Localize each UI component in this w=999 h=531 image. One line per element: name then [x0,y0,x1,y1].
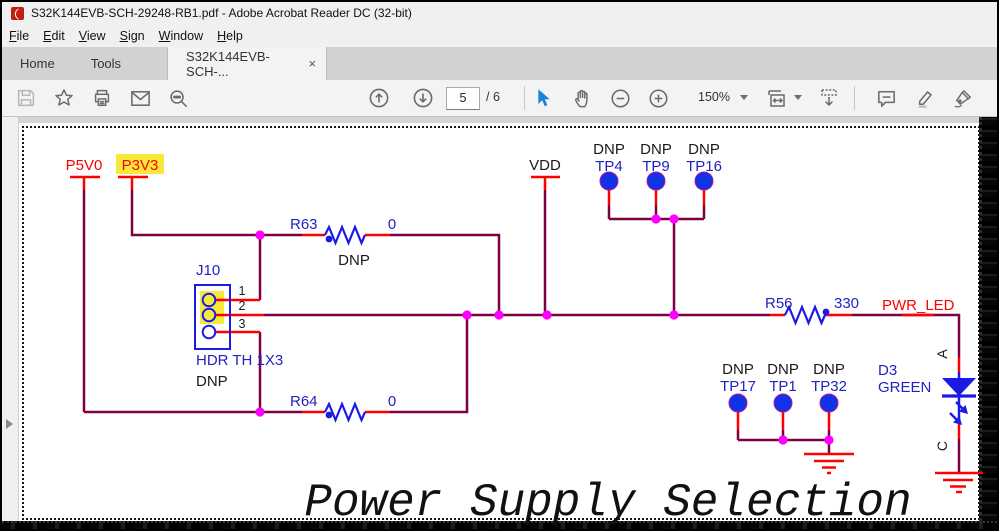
main-toolbar: 5 / 6 150% [2,80,997,117]
scroll-mode-button[interactable] [812,83,846,113]
page-count-label: / 6 [486,90,500,104]
scan-edge-right [979,117,997,529]
schematic-sheet-border [22,126,980,520]
favorite-tool-button[interactable] [47,83,81,113]
window-title: S32K144EVB-SCH-29248-RB1.pdf - Adobe Acr… [31,6,412,20]
printer-icon [94,89,110,107]
minus-circle-icon [610,88,630,108]
highlighter-icon [918,90,932,108]
page-number-input[interactable]: 5 [446,87,480,110]
save-button[interactable] [9,83,43,113]
page-down-icon [413,88,433,108]
toolbar-divider [854,86,855,110]
panel-expand-icon[interactable] [6,419,13,429]
comment-button[interactable] [869,83,903,113]
tab-bar: Home Tools S32K144EVB-SCH-... × [2,47,997,80]
previous-page-button[interactable] [362,83,396,113]
page-up-icon [369,88,389,108]
tab-close-icon[interactable]: × [308,56,317,71]
zoom-level-value[interactable]: 150% [698,90,730,104]
toolbar-divider [524,86,525,110]
title-bar: S32K144EVB-SCH-29248-RB1.pdf - Adobe Acr… [2,2,997,24]
sign-pen-button[interactable] [945,83,979,113]
comment-bubble-icon [877,90,895,107]
tab-document[interactable]: S32K144EVB-SCH-... × [167,47,328,80]
document-pane [2,117,997,529]
fountain-pen-icon [954,89,971,108]
menu-bar: File Edit View Sign Window Help [2,24,997,47]
hand-tool-button[interactable] [565,83,599,113]
tab-home[interactable]: Home [20,56,55,71]
menu-window[interactable]: Window [158,28,204,43]
menu-view[interactable]: View [78,28,106,43]
left-panel-gutter [2,117,19,529]
tab-tools[interactable]: Tools [90,56,122,71]
email-button[interactable] [123,83,157,113]
acrobat-logo-icon [11,6,24,20]
highlight-button[interactable] [907,83,941,113]
page-fit-button[interactable] [760,83,794,113]
continuous-scroll-icon [821,89,837,107]
save-icon [17,89,35,107]
menu-edit[interactable]: Edit [43,28,65,43]
star-icon [55,89,73,106]
menu-help[interactable]: Help [217,28,243,43]
zoom-out-button[interactable] [603,83,637,113]
envelope-icon [130,90,150,106]
menu-file[interactable]: File [9,28,30,43]
search-button[interactable] [161,83,195,113]
next-page-button[interactable] [406,83,440,113]
hand-icon [574,89,588,107]
cursor-arrow-icon [538,89,550,107]
select-tool-button[interactable] [525,83,559,113]
zoom-in-button[interactable] [641,83,675,113]
scan-edge-bottom [2,521,997,529]
menu-sign[interactable]: Sign [119,28,145,43]
fit-width-icon [768,90,785,107]
zoom-dropdown-caret-icon[interactable] [740,95,748,100]
page-fit-caret-icon[interactable] [794,95,802,100]
search-icon [169,89,187,107]
tab-document-label: S32K144EVB-SCH-... [186,48,270,79]
print-button[interactable] [85,83,119,113]
plus-circle-icon [648,88,668,108]
